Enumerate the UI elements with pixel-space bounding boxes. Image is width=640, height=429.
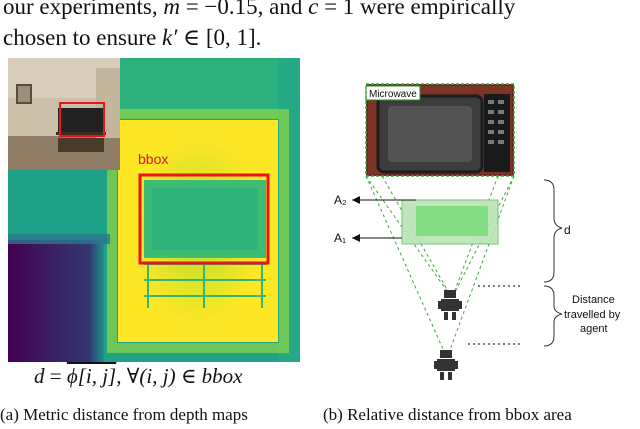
text-segment: = 1 were empirically <box>318 0 516 19</box>
paragraph-line-1: our experiments, m = −0.15, and c = 1 we… <box>3 0 515 20</box>
microwave-image: Microwave <box>365 83 515 177</box>
math-m: m <box>163 0 180 19</box>
formula-d: d <box>34 364 45 388</box>
bbox-label: bbox <box>138 151 168 167</box>
brace-distance <box>543 285 563 347</box>
distance-label-line2: travelled by <box>564 309 621 321</box>
brace-d <box>543 179 563 283</box>
depth-far-left-region <box>8 240 104 362</box>
arrow-a1-head <box>352 234 360 242</box>
depth-map-figure: bbox <box>8 58 300 362</box>
tv-inner <box>152 188 258 250</box>
depth-formula: d = ϕ[i, j], ∀(i, j) ∈ bbox <box>34 364 242 389</box>
d-label: d <box>564 223 571 237</box>
relative-distance-diagram: Microwave A₂ A₁ d Distance travelled by <box>334 83 621 380</box>
robot-agent-far <box>438 290 462 320</box>
formula-eq: = <box>44 364 67 388</box>
text-segment: ∈ [0, 1]. <box>177 25 262 50</box>
area-a1-label: A₁ <box>334 231 346 245</box>
math-c: c <box>308 0 319 19</box>
area-a2 <box>416 206 488 236</box>
math-k-prime: k′ <box>162 25 178 50</box>
formula-phi: ϕ[i, j] <box>66 364 117 388</box>
distance-label-line1: Distance <box>572 294 615 306</box>
robot-agent-near <box>434 350 458 380</box>
bbox-rectangle <box>138 173 270 265</box>
caption-b: (b) Relative distance from bbox area <box>323 405 572 424</box>
caption-a: (a) Metric distance from depth maps <box>0 405 248 424</box>
text-segment: our experiments, <box>3 0 164 19</box>
arrow-a2-head <box>352 196 360 204</box>
paragraph-line-2: chosen to ensure k′ ∈ [0, 1]. <box>3 25 261 51</box>
microwave-label: Microwave <box>369 89 417 100</box>
depth-left-fade <box>8 234 110 244</box>
distance-label-line3: agent <box>580 323 608 335</box>
area-a2-label: A₂ <box>334 193 347 207</box>
rgb-thumbnail <box>8 58 120 170</box>
formula-rest: , ∀(i, j) ∈ bbox <box>116 364 243 388</box>
depth-near-fade <box>107 109 289 353</box>
text-segment: chosen to ensure <box>3 25 163 50</box>
thumbnail-bbox <box>59 102 105 137</box>
text-segment: = −0.15, and <box>179 0 309 19</box>
